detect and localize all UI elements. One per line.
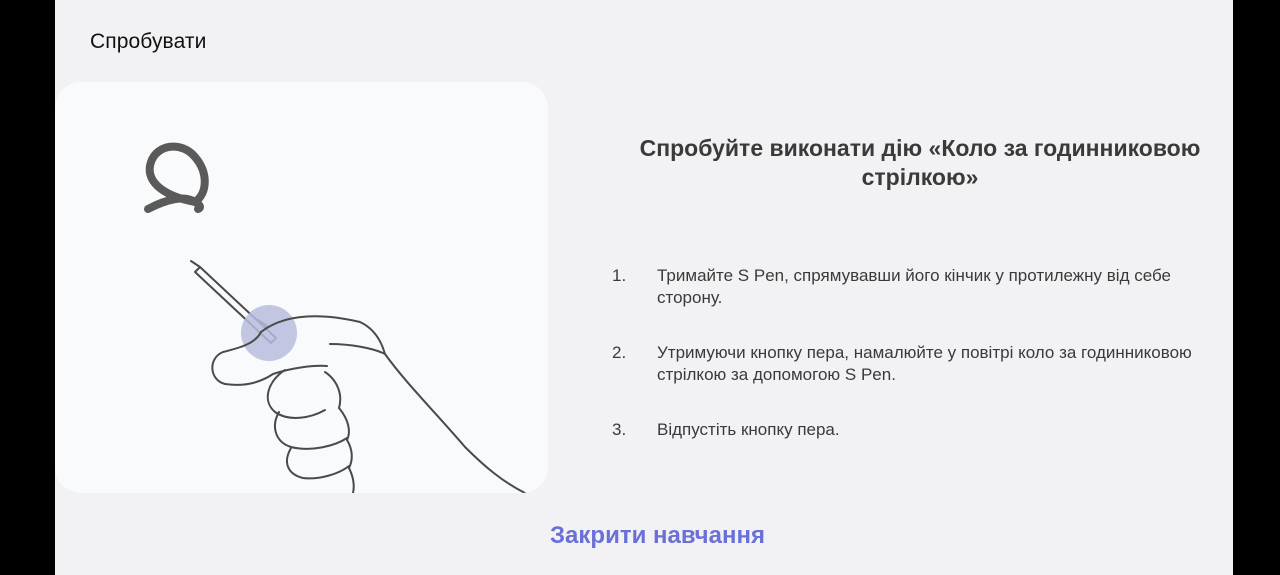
step-text: Тримайте S Pen, спрямувавши його кінчик …: [657, 266, 1171, 307]
instructions-title: Спробуйте виконати дію «Коло за годинник…: [639, 135, 1201, 190]
list-item: 1. Тримайте S Pen, спрямувавши його кінч…: [612, 265, 1212, 309]
step-number: 3.: [612, 420, 627, 439]
pen-button-highlight: [241, 305, 297, 361]
illustration-card: [55, 82, 548, 493]
list-item: 2. Утримуючи кнопку пера, намалюйте у по…: [612, 342, 1212, 386]
page-title: Спробувати: [90, 30, 207, 53]
hand-icon: [211, 315, 526, 493]
clockwise-loop-gesture-icon: [144, 142, 209, 213]
tutorial-screen: Спробувати: [55, 0, 1233, 575]
step-text: Відпустіть кнопку пера.: [657, 420, 840, 439]
close-tutorial-button[interactable]: Закрити навчання: [525, 518, 790, 554]
list-item: 3. Відпустіть кнопку пера.: [612, 419, 1212, 441]
step-number: 1.: [612, 266, 627, 285]
step-number: 2.: [612, 343, 627, 362]
s-pen-in-hand-icon: [144, 142, 526, 493]
step-text: Утримуючи кнопку пера, намалюйте у повіт…: [657, 343, 1192, 384]
